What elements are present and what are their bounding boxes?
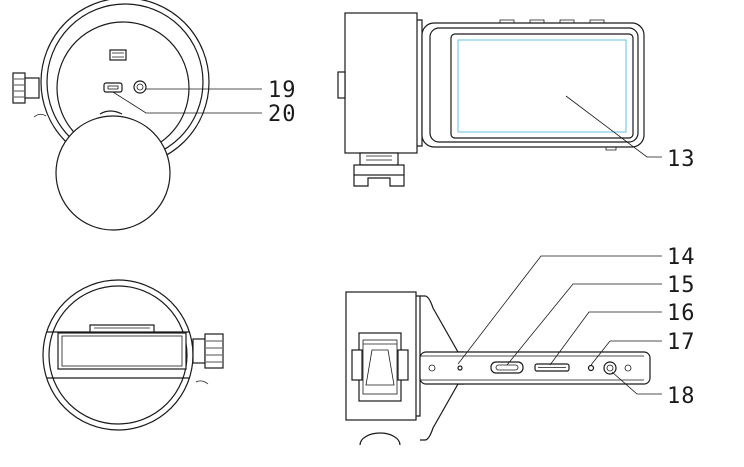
ports-body-joint bbox=[416, 295, 421, 417]
ports-view bbox=[345, 291, 651, 446]
callout-18: 18 bbox=[667, 384, 696, 409]
knob-grip-lines bbox=[14, 78, 24, 98]
callout-17: 17 bbox=[667, 330, 696, 355]
screen-view bbox=[337, 12, 645, 187]
audio-jack bbox=[603, 361, 617, 375]
hinge-mark bbox=[33, 113, 47, 118]
back-slot-frame bbox=[57, 332, 187, 370]
leader-15 bbox=[506, 283, 662, 366]
mount-block-inner bbox=[362, 339, 398, 395]
display-active-area bbox=[457, 39, 627, 133]
callout-20: 20 bbox=[268, 102, 297, 127]
callout-13: 13 bbox=[667, 147, 696, 172]
mount-neck bbox=[359, 152, 399, 166]
mount-clip-right bbox=[397, 349, 409, 381]
mount-rail bbox=[353, 175, 405, 187]
back-knob-stem bbox=[192, 338, 206, 364]
mic-hole bbox=[457, 365, 463, 371]
round-face-view bbox=[12, 0, 210, 231]
indicator-light bbox=[587, 364, 595, 372]
round-button-inner bbox=[136, 83, 144, 91]
callout-19: 19 bbox=[268, 78, 297, 103]
back-inner-ring bbox=[48, 285, 188, 425]
cap-tether bbox=[99, 110, 123, 115]
bottom-button bbox=[605, 147, 617, 151]
audio-jack-inner bbox=[606, 364, 614, 372]
back-slot bbox=[61, 335, 183, 367]
top-slot-lines bbox=[112, 52, 124, 58]
back-knob bbox=[204, 333, 224, 369]
leader-16 bbox=[549, 311, 662, 366]
leader-20 bbox=[112, 91, 262, 114]
bottom-cap bbox=[359, 432, 401, 446]
callout-16: 16 bbox=[667, 301, 696, 326]
screw-right bbox=[624, 364, 632, 372]
top-buttons bbox=[499, 19, 605, 23]
top-slot bbox=[109, 49, 127, 61]
back-latch bbox=[89, 324, 155, 333]
mount-block bbox=[358, 332, 402, 402]
frame-bottom-curve bbox=[420, 383, 464, 441]
mount-clip-left bbox=[351, 349, 363, 381]
leader-13 bbox=[565, 95, 662, 158]
leader-17 bbox=[590, 340, 662, 366]
leader-14 bbox=[457, 255, 662, 365]
display-bezel bbox=[429, 27, 639, 143]
lens-cap bbox=[55, 115, 171, 231]
display-panel bbox=[421, 22, 645, 148]
side-knob bbox=[12, 72, 26, 104]
usb-port-inner bbox=[107, 85, 119, 90]
screw-left bbox=[428, 364, 436, 372]
body-joint bbox=[417, 19, 423, 147]
display-screen bbox=[450, 33, 634, 139]
back-hinge-mark bbox=[195, 380, 209, 385]
mount-lines bbox=[366, 155, 392, 161]
mount-wedge bbox=[365, 349, 395, 386]
back-knob-grip bbox=[206, 340, 222, 363]
ports-bar-lines bbox=[420, 355, 644, 381]
callout-14: 14 bbox=[667, 245, 696, 270]
side-tab bbox=[337, 71, 346, 99]
round-back-view bbox=[42, 279, 224, 431]
leader-18 bbox=[611, 371, 662, 395]
frame-top-curve bbox=[420, 295, 464, 353]
usb-port bbox=[103, 82, 123, 93]
round-button bbox=[133, 80, 147, 94]
mount-plate bbox=[353, 164, 405, 176]
body-block bbox=[344, 12, 418, 154]
side-knob-stem bbox=[24, 77, 40, 99]
callout-15: 15 bbox=[667, 273, 696, 298]
